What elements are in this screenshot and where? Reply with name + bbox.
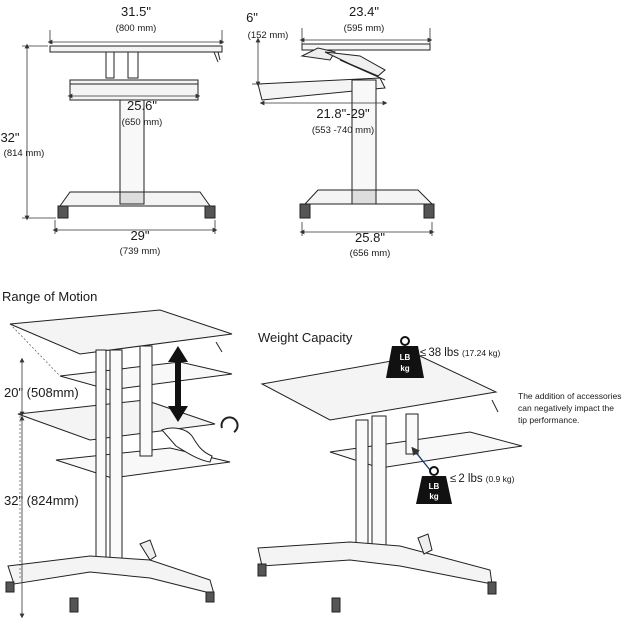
top-weight-limit: ≤38 lbs(17.24 kg) <box>420 347 500 359</box>
base-width-metric: (739 mm) <box>120 246 161 257</box>
top-depth-metric: (595 mm) <box>344 23 385 34</box>
weight-capacity-drawing <box>257 355 523 613</box>
total-height-metric: (814 mm) <box>4 148 45 159</box>
top-weight-icon: LB kg <box>386 336 424 378</box>
svg-text:kg: kg <box>400 364 409 373</box>
range-of-motion-extension-lines <box>9 323 61 580</box>
accessory-note-line-3: tip performance. <box>518 415 579 425</box>
top-width-metric: (800 mm) <box>116 23 157 34</box>
svg-text:kg: kg <box>429 492 438 501</box>
range-of-motion-title: Range of Motion <box>2 289 97 304</box>
base-depth-metric: (656 mm) <box>350 248 391 259</box>
keyboard-weight-icon: LB kg <box>416 466 452 504</box>
height-adjust-arrow-icon <box>168 346 188 422</box>
front-view-dimension-lines <box>22 30 225 234</box>
keyboard-width-metric: (650 mm) <box>122 117 163 128</box>
keyboard-width-imperial: 25.6" <box>127 98 157 113</box>
total-height-imperial: 32" <box>0 130 19 145</box>
keyboard-offset-imperial: 6" <box>246 10 258 25</box>
accessory-note-line-2: can negatively impact the <box>518 403 614 413</box>
range-of-motion-drawing <box>5 309 239 613</box>
travel-distance: 20" (508mm) <box>4 385 79 400</box>
side-view-dimension-lines <box>252 28 435 236</box>
keyboard-depth-metric: (553 -740 mm) <box>312 125 374 136</box>
keyboard-offset-metric: (152 mm) <box>248 30 289 41</box>
accessory-note-line-1: The addition of accessories <box>518 391 621 401</box>
keyboard-load-arrow <box>411 446 431 471</box>
base-depth-imperial: 25.8" <box>355 230 385 245</box>
top-depth-imperial: 23.4" <box>349 4 379 19</box>
keyboard-depth-imperial: 21.8"-29" <box>316 106 370 121</box>
front-view-drawing <box>49 45 223 219</box>
weight-capacity-title: Weight Capacity <box>258 330 353 345</box>
top-width-imperial: 31.5" <box>121 4 151 19</box>
keyboard-weight-limit: ≤2 lbs(0.9 kg) <box>450 473 515 485</box>
svg-text:LB: LB <box>429 482 440 491</box>
minimum-height: 32" (824mm) <box>4 493 79 508</box>
base-width-imperial: 29" <box>130 228 149 243</box>
side-view-drawing <box>257 43 435 219</box>
svg-text:LB: LB <box>400 353 411 362</box>
